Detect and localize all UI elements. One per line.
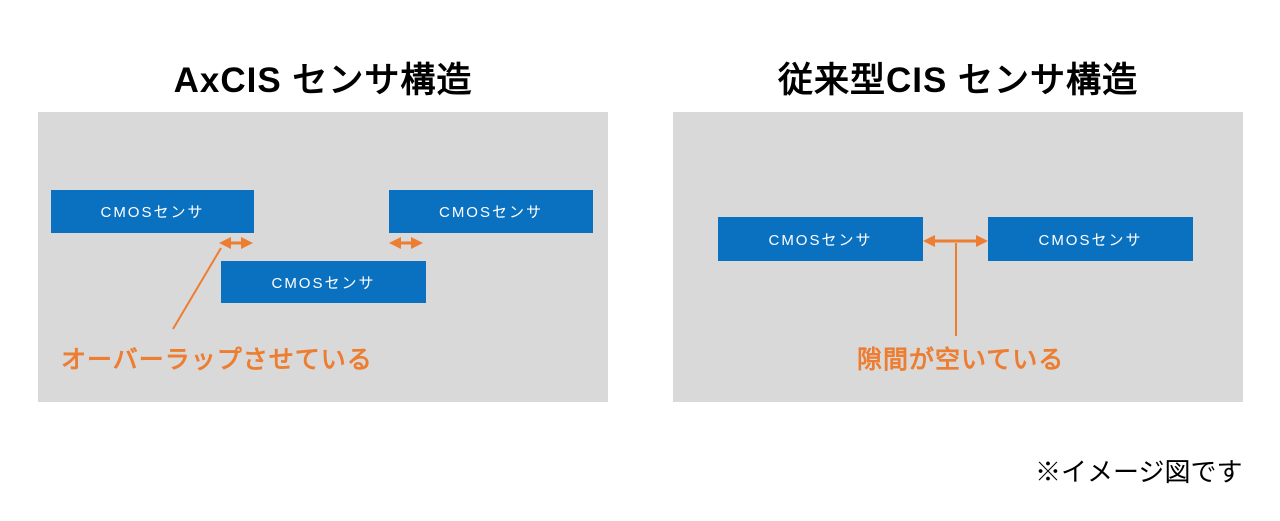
cmos-sensor-label: CMOSセンサ	[768, 231, 873, 249]
cmos-sensor-block: CMOSセンサ	[988, 217, 1193, 261]
cmos-sensor-label: CMOSセンサ	[271, 274, 376, 292]
right-diagram-panel: CMOSセンサ CMOSセンサ 隙間が空いている	[673, 112, 1243, 402]
cmos-sensor-block: CMOSセンサ	[389, 190, 593, 233]
cmos-sensor-label: CMOSセンサ	[438, 204, 543, 221]
left-diagram-panel: CMOSセンサ CMOSセンサ CMOSセンサ オーバーラップさせている	[38, 112, 608, 402]
image-note: ※イメージ図です	[1035, 458, 1243, 487]
cmos-sensor-block: CMOSセンサ	[221, 261, 426, 303]
cmos-sensor-block: CMOSセンサ	[718, 217, 923, 261]
gap-annotation: 隙間が空いている	[857, 346, 1065, 374]
right-diagram-title: 従来型CIS センサ構造	[777, 61, 1139, 100]
overlap-double-arrow-icon	[219, 237, 253, 249]
gap-double-arrow-icon	[923, 235, 988, 247]
cmos-sensor-block: CMOSセンサ	[51, 190, 254, 233]
overlap-double-arrow-icon	[389, 237, 423, 249]
annotation-leader-line	[172, 247, 222, 330]
cmos-sensor-label: CMOSセンサ	[100, 204, 205, 221]
left-diagram-title: AxCIS センサ構造	[173, 61, 473, 100]
cmos-sensor-label: CMOSセンサ	[1038, 231, 1143, 249]
overlap-annotation: オーバーラップさせている	[61, 346, 373, 374]
